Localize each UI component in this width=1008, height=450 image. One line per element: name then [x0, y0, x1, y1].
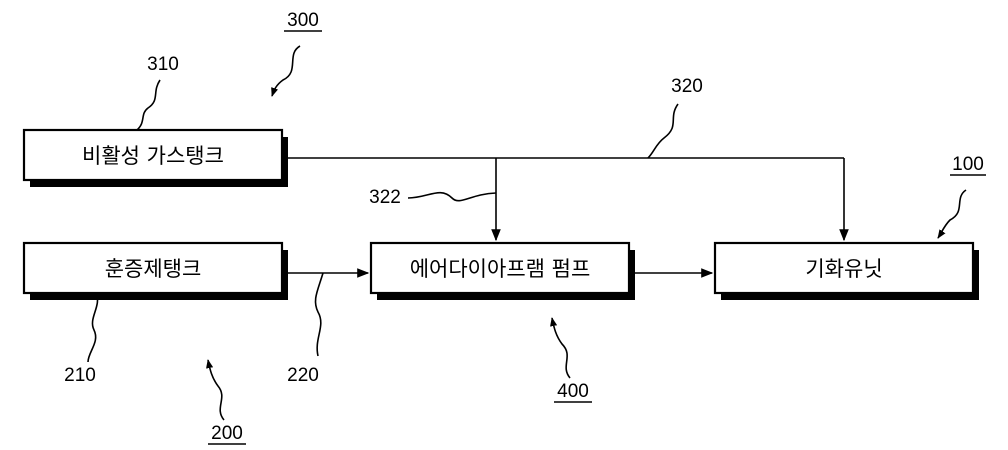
ref-100-label: 100 [952, 154, 984, 175]
ref-400-label: 400 [557, 381, 589, 402]
ref-100: 100 [938, 154, 986, 238]
diaphragm-pump-box: 에어다이아프램 펌프 [371, 243, 635, 300]
ref-310-label: 310 [147, 54, 179, 75]
ref-220: 220 [287, 273, 323, 386]
ref-322-leader [408, 193, 496, 201]
ref-200-label: 200 [211, 423, 243, 444]
ref-310: 310 [137, 54, 179, 130]
ref-300-label: 300 [287, 10, 319, 31]
ref-400: 400 [552, 318, 592, 402]
ref-300-arrow [272, 46, 300, 96]
ref-220-leader [315, 273, 323, 356]
ref-322-label: 322 [369, 187, 401, 208]
fumigant-tank-box: 훈증제탱크 [24, 243, 288, 300]
ref-210-leader [88, 293, 98, 362]
ref-400-arrow [552, 318, 570, 378]
ref-100-arrow [938, 190, 966, 238]
ref-220-label: 220 [287, 365, 319, 386]
fumigant-tank-label: 훈증제탱크 [105, 257, 202, 281]
ref-200: 200 [208, 360, 246, 444]
diaphragm-pump-label: 에어다이아프램 펌프 [410, 257, 591, 281]
ref-300: 300 [272, 10, 322, 96]
ref-310-leader [137, 80, 160, 130]
vaporizer-unit-box: 기화유닛 [715, 243, 979, 300]
ref-320-label: 320 [671, 76, 703, 97]
ref-210-label: 210 [64, 365, 96, 386]
inert-gas-tank-box: 비활성 가스탱크 [24, 130, 288, 187]
inert-gas-tank-label: 비활성 가스탱크 [82, 144, 224, 168]
ref-320-leader [648, 104, 678, 158]
ref-320: 320 [648, 76, 703, 158]
ref-210: 210 [64, 293, 97, 386]
ref-200-arrow [208, 360, 224, 420]
ref-322: 322 [369, 187, 496, 208]
vaporizer-unit-label: 기화유닛 [805, 257, 882, 281]
